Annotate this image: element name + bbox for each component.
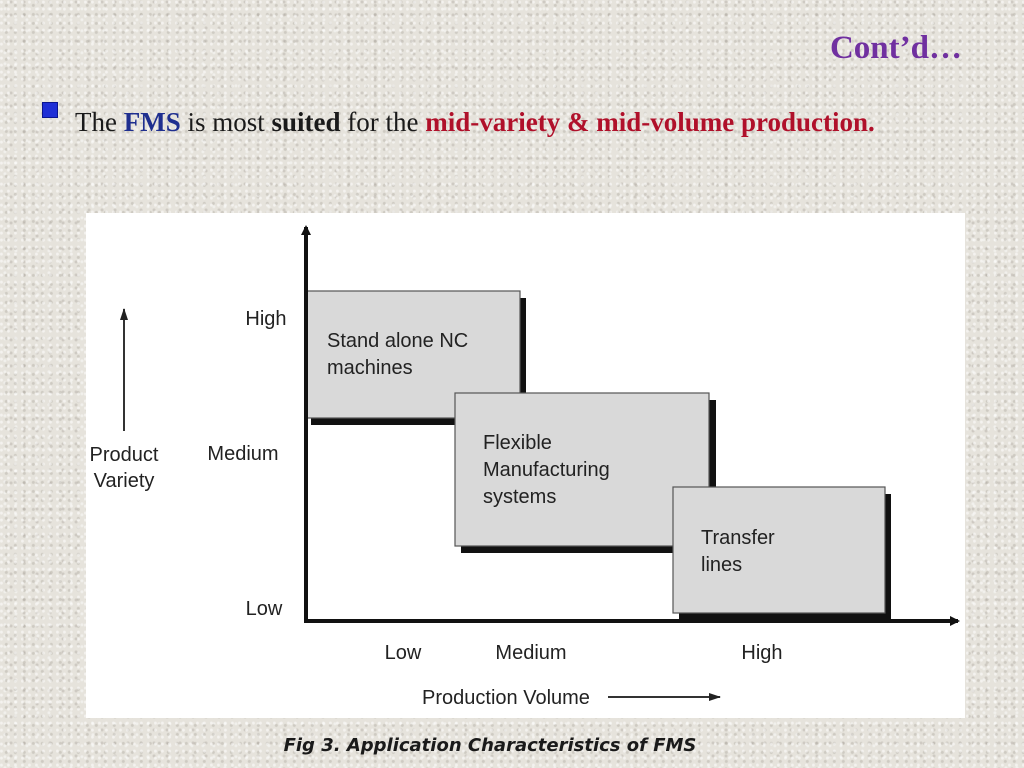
region-standalone-nc: Stand alone NC machines (304, 290, 526, 425)
bullet-text-part: is most (180, 107, 272, 137)
bullet-point: The FMS is most suited for the mid-varie… (40, 92, 940, 152)
region-label-line: lines (701, 554, 742, 576)
highlight-phrase: mid-variety & mid-volume production. (425, 107, 875, 137)
y-axis-title-line-2: Variety (94, 470, 155, 492)
slide-title: Cont’d… (829, 30, 962, 66)
region-label-line: Flexible (483, 432, 552, 454)
y-level-medium: Medium (207, 443, 278, 465)
figure-panel: Product Variety High Medium Low Stand al… (86, 213, 965, 718)
y-level-low: Low (246, 598, 283, 620)
region-label-line: machines (327, 357, 413, 379)
region-label-line: Manufacturing (483, 459, 610, 481)
fms-term: FMS (123, 107, 181, 137)
figure-caption: Fig 3. Application Characteristics of FM… (283, 735, 697, 756)
region-fms: Flexible Manufacturing systems (454, 392, 716, 553)
bullet-text-part: The (75, 107, 124, 137)
region-label-line: Stand alone NC (327, 330, 468, 352)
x-level-medium: Medium (495, 642, 566, 664)
suited-term: suited (271, 107, 341, 137)
application-chart: Product Variety High Medium Low Stand al… (90, 225, 960, 709)
y-axis-title-line-1: Product (90, 444, 159, 466)
x-level-low: Low (385, 642, 422, 664)
region-label-line: systems (483, 486, 556, 508)
x-axis-title: Production Volume (422, 687, 590, 709)
bullet-square-icon (42, 102, 58, 118)
bullet-text: The FMS is most suited for the mid-varie… (75, 92, 940, 152)
region-transfer-lines: Transfer lines (672, 486, 891, 620)
x-level-high: High (741, 642, 782, 664)
bullet-text-part: for the (340, 107, 426, 137)
region-label-line: Transfer (701, 527, 775, 549)
y-level-high: High (245, 308, 286, 330)
